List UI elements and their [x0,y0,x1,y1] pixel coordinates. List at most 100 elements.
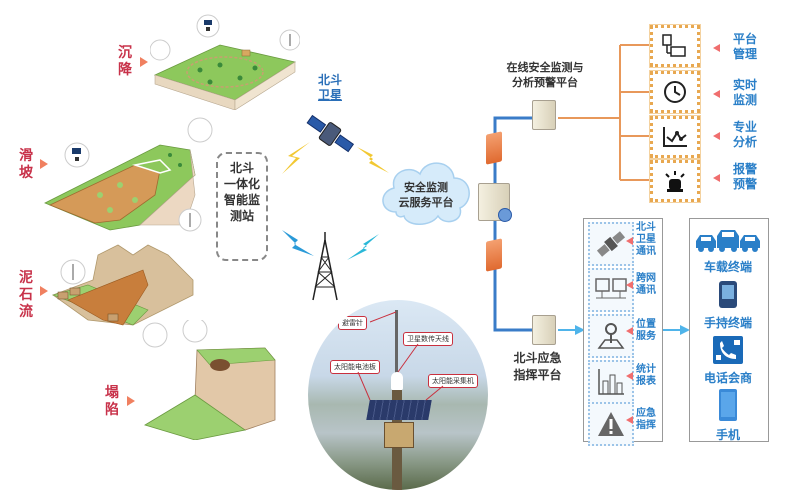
pointer-arrow-icon [40,286,48,296]
emergency-platform-title: 北斗应急 指挥平台 [500,350,575,384]
feature-icon-box [650,160,700,202]
feature-text-line: 分析 [732,135,757,149]
hazard-label-debris-flow: 泥石流 [18,270,34,321]
online-platform-text-line: 在线安全监测与 [506,61,584,74]
service-label: 统计 报表 [634,364,658,388]
station-text-line: 测站 [229,209,254,223]
cloud-text-line: 安全监测 [404,181,448,194]
signal-bolt-icon [347,234,379,260]
service-text-line: 跨网 [636,273,656,284]
cloud-text-line: 云服务平台 [398,196,454,209]
alarm-light-icon [665,171,685,192]
feature-label: 专业 分析 [730,120,760,150]
pointer-left-icon [626,372,633,380]
service-label: 位置 服务 [634,319,658,343]
feature-label: 实时 监测 [730,78,760,108]
photo-tag-text: 太阳能电池板 [334,363,376,371]
satellite-text-line: 卫星 [317,88,342,102]
terminal-mobile-phone: 手机 [692,388,764,443]
feature-text-line: 平台 [732,32,757,46]
service-text-line: 报表 [636,376,656,387]
service-icon-box [588,402,634,446]
terminal-label: 电话会商 [703,371,752,385]
emergency-text-line: 指挥平台 [513,368,562,382]
online-platform-title: 在线安全监测与 分析预警平台 [490,60,600,90]
service-text-line: 位置 [636,319,656,330]
photo-tag-text: 卫星数传天线 [407,335,449,343]
mobile-phone-icon [719,389,737,421]
satellite-text-line: 北斗 [317,73,342,87]
feature-label: 平台 管理 [730,32,760,62]
subsidence-terrain-illustration [150,14,300,110]
station-text-line: 智能监 [223,193,260,207]
hazard-text: 塌陷 [105,385,119,418]
feature-realtime-monitoring [650,71,700,113]
service-text-line: 统计 [636,364,656,375]
service-label: 应急 指挥 [634,408,658,432]
emergency-text-line: 北斗应急 [513,351,562,365]
pointer-arrow-icon [127,396,135,406]
photo-tag-collector: 太阳能采集机 [428,374,478,388]
terminal-handheld: 手持终端 [692,280,764,331]
feature-icon-box [650,116,700,158]
service-icon-box [588,268,634,312]
photo-tag-text: 避雷针 [342,319,363,327]
terminal-vehicle: 车载终端 [692,228,764,275]
vehicle-icon [696,230,760,252]
pointer-left-icon [626,327,633,335]
chart-analysis-icon [663,127,687,147]
pointer-left-icon [626,416,633,424]
service-text-line: 北斗 [636,222,656,233]
cross-network-icon [595,278,627,299]
hazard-label-collapse: 塌陷 [104,385,120,419]
pointer-arrow-icon [140,57,148,67]
satellite-icon [306,114,355,153]
warning-icon [598,412,624,436]
service-text-line: 应急 [636,408,656,419]
signal-bolt-icon [282,230,314,256]
service-icon-box [588,360,634,404]
feature-text-line: 专业 [732,120,757,134]
monitoring-station-photo: 避雷针 卫星数传天线 太阳能电池板 太阳能采集机 [308,300,488,490]
globe-icon [498,208,512,222]
hazard-text: 滑坡 [19,148,33,181]
bar-report-icon [598,369,624,395]
service-label: 跨网 通讯 [634,273,658,297]
terminal-phone-conference: 电话会商 [692,335,764,386]
service-icon-box [588,314,634,358]
server-icon [532,100,556,130]
terminal-label: 手持终端 [703,316,752,330]
feature-text-line: 管理 [732,47,757,61]
feature-text-line: 报警 [732,162,757,176]
platform-management-icon [662,34,686,57]
feature-text-line: 监测 [732,93,757,107]
firewall-icon [486,131,502,165]
service-text-line: 服务 [636,331,656,342]
debris-flow-terrain-illustration [52,244,194,326]
hazard-text: 泥石流 [19,270,33,320]
pointer-left-icon [713,90,720,98]
station-text-line: 北斗 [229,161,254,175]
terminal-label: 手机 [715,428,740,442]
feature-label: 报警 预警 [730,162,760,192]
feature-alarm [650,160,700,202]
feature-professional-analysis [650,116,700,158]
station-pole [395,310,398,420]
service-cross-network [588,268,634,312]
collapse-terrain-illustration [142,320,276,440]
feature-platform-management [650,25,700,67]
cloud-platform-label: 安全监测 云服务平台 [390,180,462,210]
monitoring-station-box: 北斗 一体化 智能监 测站 [216,152,268,261]
pointer-left-icon [626,237,633,245]
service-emergency-command [588,402,634,446]
pointer-left-icon [713,174,720,182]
terminal-label: 车载终端 [703,260,752,274]
server-icon [532,315,556,345]
photo-tag-lightning-rod: 避雷针 [338,316,367,330]
hazard-label-landslide: 滑坡 [18,148,34,182]
service-location [588,314,634,358]
feature-icon-box [650,71,700,113]
service-label: 北斗 卫星 通讯 [634,222,658,258]
feature-text-line: 预警 [732,177,757,191]
